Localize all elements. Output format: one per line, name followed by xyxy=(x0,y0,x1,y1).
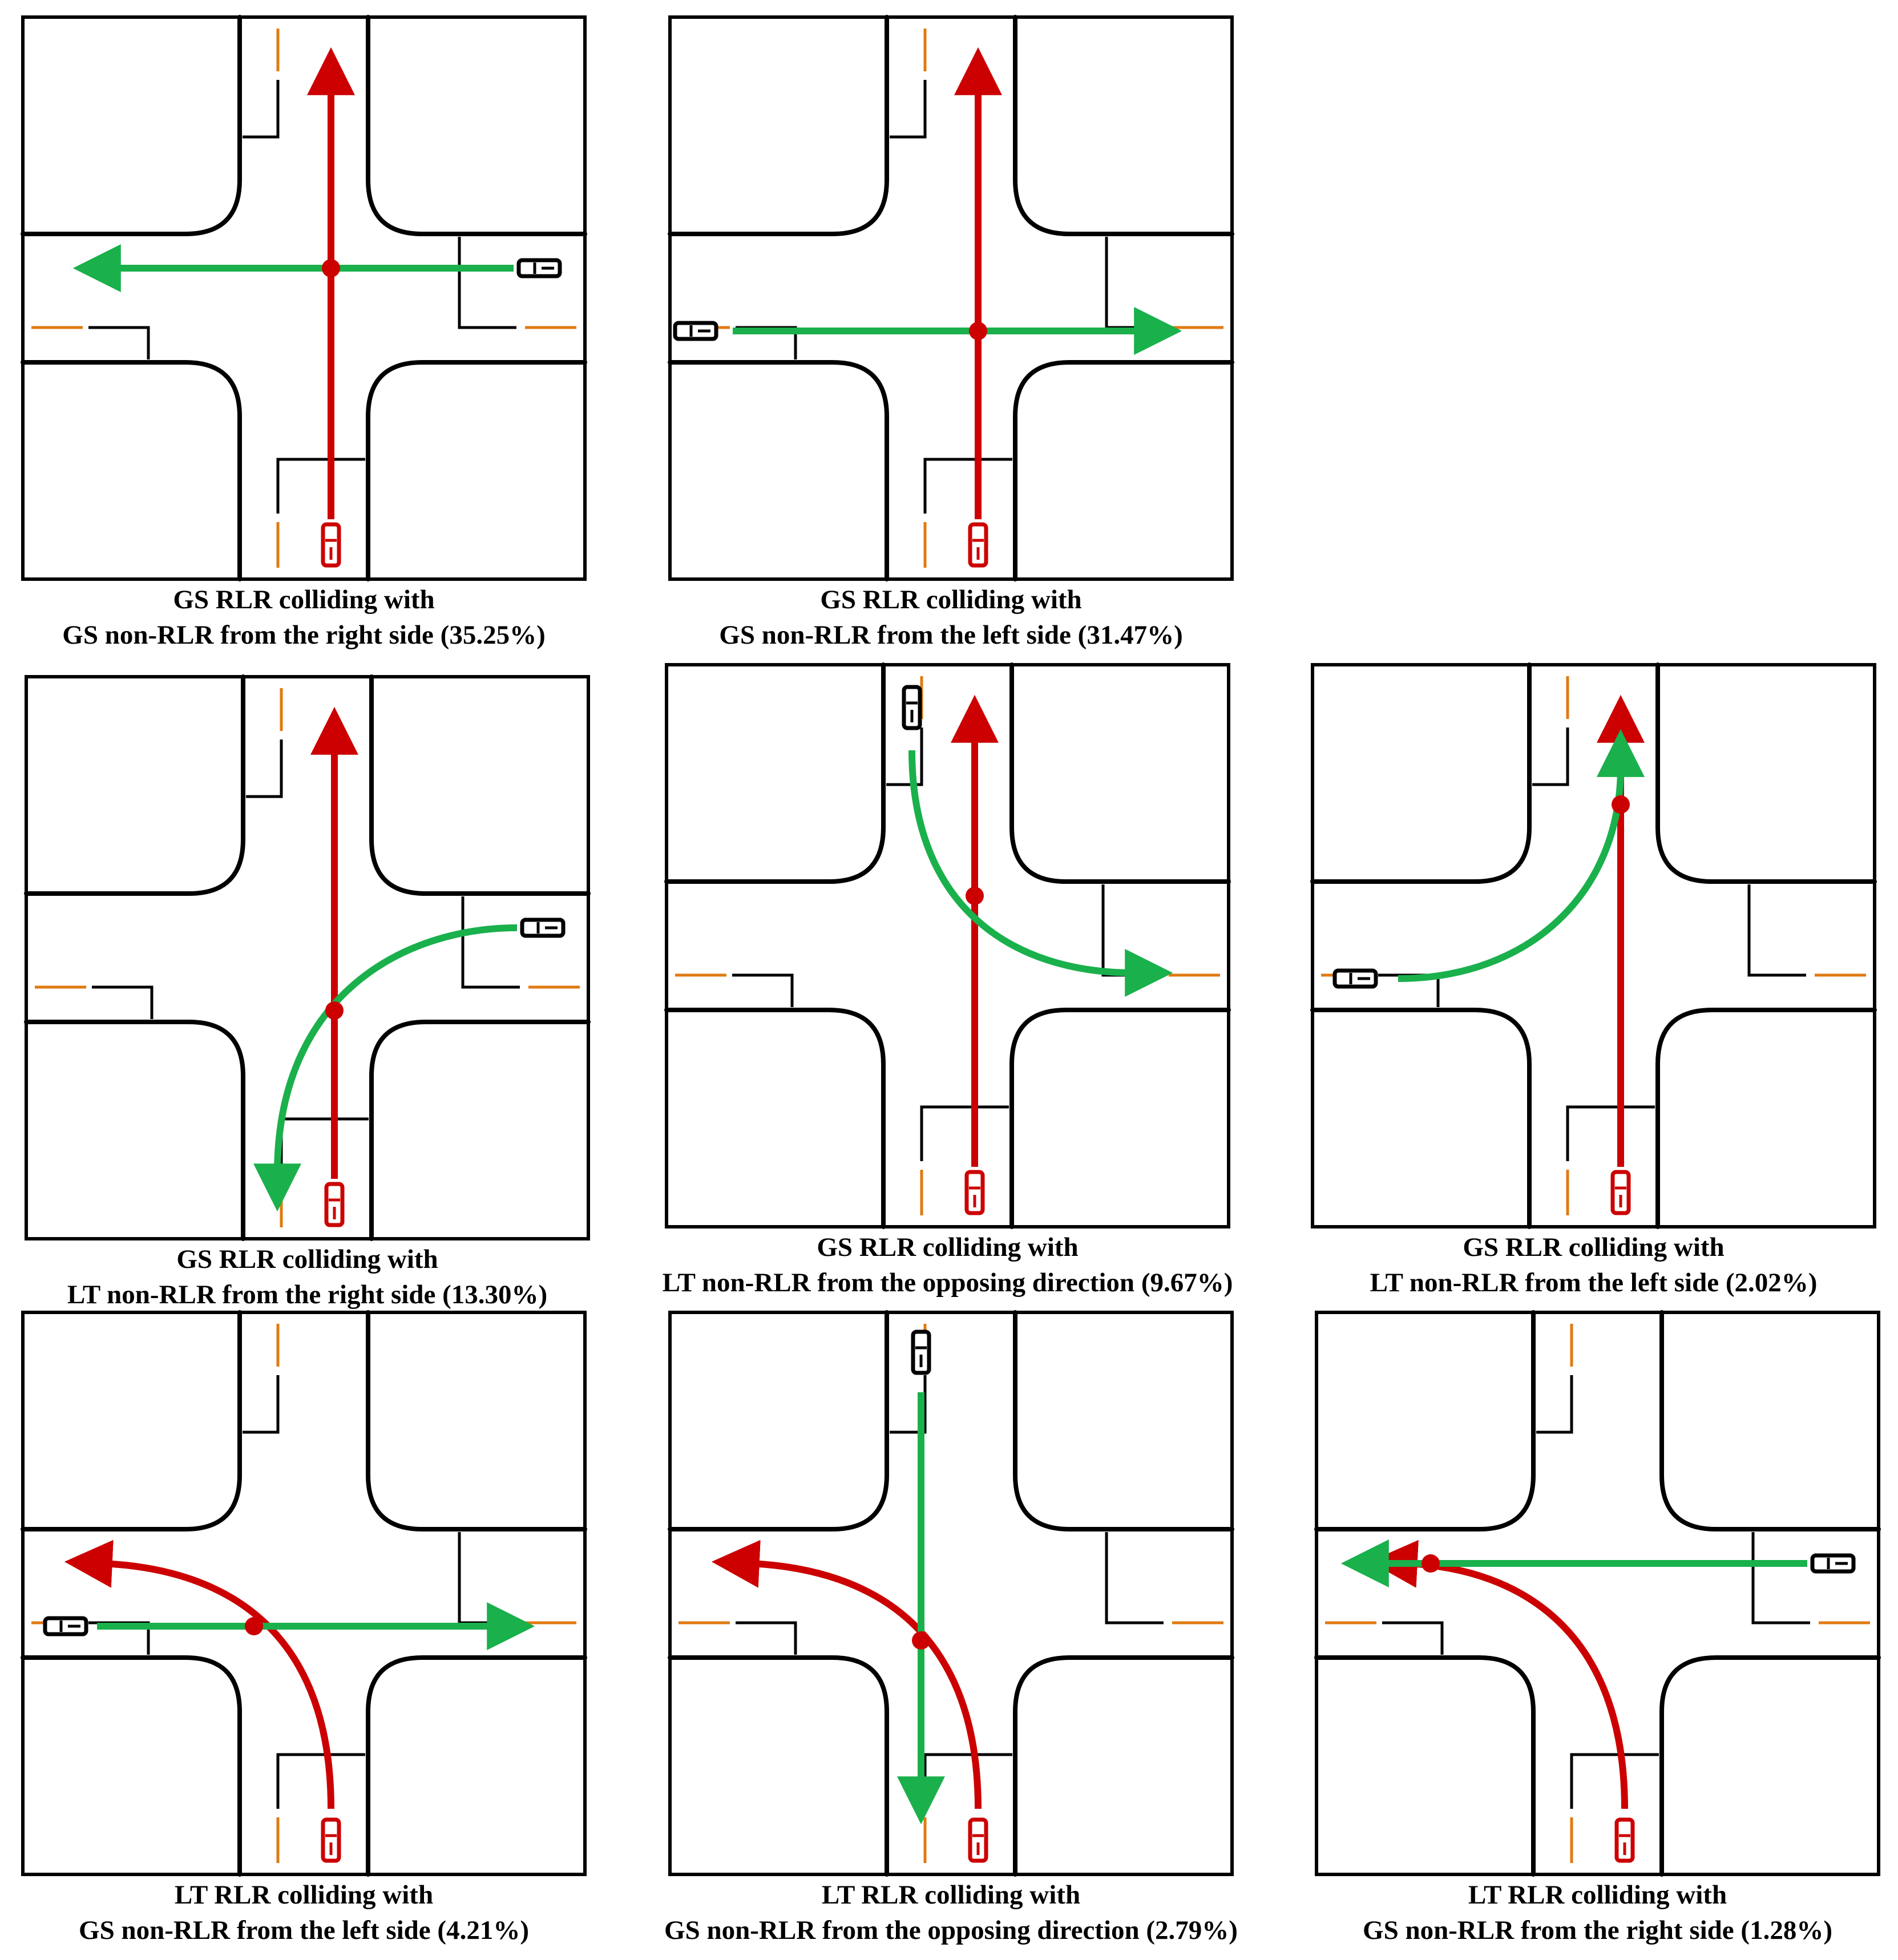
panel-caption-detail: GS non-RLR from the opposing direction (… xyxy=(664,1915,1238,1945)
rlr-vehicle-icon xyxy=(964,1170,985,1215)
panel-caption-title: GS RLR colliding with xyxy=(817,1232,1079,1262)
panel-gs-rlr-gs-nonrlr-left xyxy=(668,15,1234,581)
rlr-vehicle-icon xyxy=(321,522,341,568)
rlr-vehicle-icon xyxy=(1610,1170,1631,1215)
conflict-point xyxy=(1422,1554,1440,1573)
conflict-point xyxy=(966,887,984,905)
non-rlr-vehicle-icon xyxy=(516,258,562,278)
panel-frame xyxy=(21,15,587,581)
panel-caption-detail: LT non-RLR from the left side (2.02%) xyxy=(1370,1268,1818,1298)
road-edges xyxy=(664,662,1231,1229)
rlr-vehicle-icon xyxy=(324,1182,345,1227)
panel-caption-detail: GS non-RLR from the right side (35.25%) xyxy=(62,620,546,650)
conflict-point xyxy=(325,1001,344,1020)
road-edges xyxy=(24,674,591,1241)
panel-lt-rlr-gs-nonrlr-right xyxy=(1314,1310,1881,1877)
road-edges xyxy=(1314,1310,1881,1877)
panel-gs-rlr-lt-nonrlr-left xyxy=(1310,662,1877,1229)
rlr-path-arrow xyxy=(64,1539,334,1809)
road-edges xyxy=(21,1310,587,1877)
rlr-path-arrow xyxy=(1369,1539,1628,1809)
panel-caption-detail: LT non-RLR from the opposing direction (… xyxy=(662,1268,1233,1298)
road-edges xyxy=(668,1310,1234,1877)
road-edges xyxy=(668,15,1234,581)
panel-lt-rlr-gs-nonrlr-left xyxy=(21,1310,587,1877)
panel-frame xyxy=(668,1311,1234,1876)
panel-caption-title: GS RLR colliding with xyxy=(820,585,1082,615)
non-rlr-vehicle-icon xyxy=(673,321,718,341)
conflict-point xyxy=(969,322,987,340)
panel-frame xyxy=(25,675,590,1240)
road-edges xyxy=(21,15,587,581)
non-rlr-vehicle-icon xyxy=(520,918,566,938)
panel-frame xyxy=(1311,663,1876,1228)
panel-frame xyxy=(1315,1311,1880,1876)
panel-caption-detail: LT non-RLR from the right side (13.30%) xyxy=(67,1280,548,1310)
panel-caption-title: LT RLR colliding with xyxy=(821,1880,1081,1910)
conflict-point xyxy=(912,1631,930,1650)
rlr-vehicle-icon xyxy=(1614,1817,1635,1863)
non-rlr-path-arrow xyxy=(253,924,518,1212)
panel-gs-rlr-lt-nonrlr-opposing xyxy=(664,662,1231,1229)
panel-lt-rlr-gs-nonrlr-opposing xyxy=(668,1310,1234,1877)
rlr-vehicle-icon xyxy=(321,1817,341,1863)
panel-caption-title: LT RLR colliding with xyxy=(1468,1880,1727,1910)
panel-caption-detail: GS non-RLR from the right side (1.28%) xyxy=(1363,1915,1832,1945)
non-rlr-vehicle-icon xyxy=(911,1329,931,1375)
non-rlr-vehicle-icon xyxy=(1810,1553,1856,1574)
panel-frame xyxy=(665,663,1230,1228)
panel-caption-title: GS RLR colliding with xyxy=(173,585,435,615)
panel-gs-rlr-gs-nonrlr-right xyxy=(21,15,587,581)
non-rlr-vehicle-icon xyxy=(43,1616,88,1636)
panel-caption-title: GS RLR colliding with xyxy=(176,1244,438,1274)
rlr-vehicle-icon xyxy=(968,522,988,568)
panel-caption-title: LT RLR colliding with xyxy=(174,1880,434,1910)
panel-frame xyxy=(668,15,1234,581)
rlr-vehicle-icon xyxy=(968,1817,988,1863)
conflict-point xyxy=(322,259,340,277)
non-rlr-vehicle-icon xyxy=(902,685,922,730)
conflict-point xyxy=(1612,795,1630,814)
panel-gs-rlr-lt-nonrlr-right xyxy=(24,674,591,1241)
non-rlr-path-arrow xyxy=(1398,729,1645,982)
panel-caption-title: GS RLR colliding with xyxy=(1463,1232,1725,1262)
non-rlr-vehicle-icon xyxy=(1332,968,1378,989)
conflict-point xyxy=(245,1617,263,1635)
non-rlr-path-arrow xyxy=(908,750,1173,997)
rlr-path-arrow xyxy=(711,1539,982,1809)
panel-frame xyxy=(21,1311,587,1876)
panel-caption-detail: GS non-RLR from the left side (4.21%) xyxy=(79,1915,529,1945)
panel-caption-detail: GS non-RLR from the left side (31.47%) xyxy=(719,620,1183,650)
road-edges xyxy=(1310,662,1877,1229)
